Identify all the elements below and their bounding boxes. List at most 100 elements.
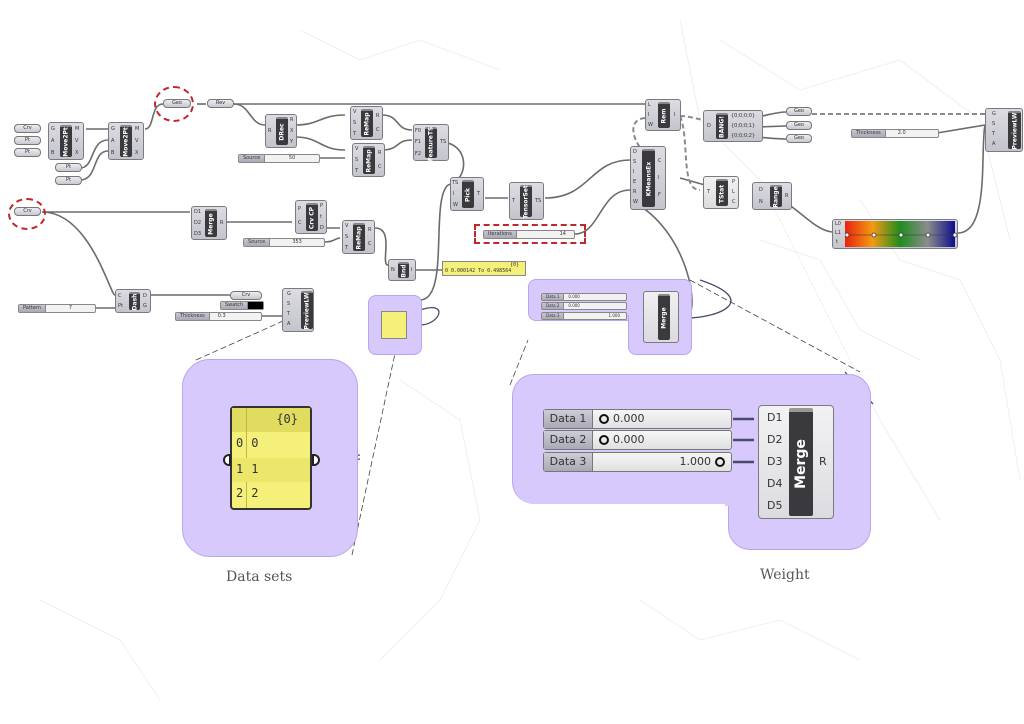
component-bnd[interactable]: Bnd N I <box>388 259 416 281</box>
port[interactable]: D1 <box>767 411 783 424</box>
port[interactable]: F <box>658 192 661 198</box>
component-merge-weight[interactable]: Merge D1 D2 D3 D4 D5 R <box>758 405 834 519</box>
port[interactable]: I <box>453 191 455 197</box>
component-move2pt-a[interactable]: Move2Pt G A B M V X <box>48 122 84 160</box>
port[interactable]: S <box>287 301 291 307</box>
component-remap-c[interactable]: ReMap V S T R C <box>342 220 375 254</box>
slider-data1[interactable]: Data 1 0.000 <box>543 409 732 429</box>
component-remap-b[interactable]: ReMap V S T R C <box>352 143 385 177</box>
port[interactable]: R <box>376 113 380 119</box>
component-tensorset[interactable]: TensorSet T TS <box>509 182 544 220</box>
port[interactable]: D2 <box>767 433 783 446</box>
param-crv-circled[interactable]: Crv <box>14 207 41 216</box>
slider-pattern[interactable]: Pattern 7 <box>18 304 96 313</box>
port[interactable]: A <box>51 138 55 144</box>
port[interactable]: L <box>648 102 651 108</box>
port[interactable]: T <box>355 168 359 174</box>
port[interactable]: X <box>75 150 79 156</box>
port[interactable]: G <box>143 303 147 309</box>
port[interactable]: G <box>111 126 115 132</box>
port[interactable]: A <box>111 138 115 144</box>
port[interactable]: R <box>785 193 789 199</box>
port[interactable]: R <box>819 455 827 468</box>
port[interactable]: F0 <box>415 128 422 134</box>
port[interactable]: F1 <box>415 139 422 145</box>
port[interactable]: {0;0;0;0} <box>731 113 756 119</box>
port[interactable]: D <box>143 293 147 299</box>
port[interactable]: F2 <box>415 151 422 157</box>
port[interactable]: R <box>220 220 224 226</box>
slider-data1-small[interactable]: Data 1 0.000 <box>541 293 627 301</box>
port[interactable]: N <box>391 267 395 273</box>
slider-thickness-b[interactable]: Thickness 2.0 <box>851 129 939 138</box>
port[interactable]: V <box>75 138 79 144</box>
slider-thickness-a[interactable]: Thickness 0.3 <box>175 312 262 321</box>
slider-data3-small[interactable]: Data 3 1.000 <box>541 312 627 320</box>
port[interactable]: W <box>453 202 458 208</box>
grip-handle[interactable] <box>952 232 957 238</box>
port[interactable]: TS <box>535 198 542 204</box>
port[interactable]: T <box>287 311 291 317</box>
port[interactable]: C <box>118 293 122 299</box>
slider-data3[interactable]: Data 3 1.000 <box>543 452 732 472</box>
port[interactable]: I <box>674 112 676 118</box>
port[interactable]: E <box>633 179 637 185</box>
port[interactable]: R <box>633 189 637 195</box>
param-rev[interactable]: Rev <box>207 99 234 108</box>
slider-source-50[interactable]: Source 50 <box>238 154 320 163</box>
port[interactable]: X <box>135 150 139 156</box>
param-crv-input[interactable]: Crv <box>14 124 41 133</box>
component-crv-cp[interactable]: Crv CP P C P t D <box>295 200 327 234</box>
panel-datasets-small[interactable] <box>381 311 407 339</box>
port[interactable]: R <box>268 128 272 134</box>
port[interactable]: G <box>992 111 996 117</box>
component-bang[interactable]: BANG! D {0;0;0;0} {0;0;0;1} {0;0;0;2} <box>703 110 763 142</box>
panel-bounds[interactable]: {0} 0 0.000142 To 0.498564 <box>442 261 526 276</box>
port[interactable]: V <box>355 146 359 152</box>
port[interactable]: D2 <box>194 220 202 226</box>
component-previewlw-b[interactable]: PreviewLW G S T A <box>985 108 1023 152</box>
param-geo-out-1[interactable]: Geo <box>786 107 812 116</box>
port[interactable]: D <box>759 187 763 193</box>
param-geo[interactable]: Geo <box>163 99 191 108</box>
port[interactable]: I <box>411 267 413 273</box>
component-merge-small[interactable]: Merge D1 D2 D3 R <box>191 206 227 240</box>
grip-handle[interactable] <box>925 232 931 238</box>
port[interactable]: t <box>320 214 322 220</box>
port[interactable]: V <box>135 138 139 144</box>
port[interactable]: D3 <box>194 231 202 237</box>
port[interactable]: D4 <box>767 477 783 490</box>
port[interactable]: D5 <box>767 499 783 512</box>
port[interactable]: G <box>51 126 55 132</box>
port[interactable]: Pt <box>118 303 123 309</box>
component-kmeansex[interactable]: KMeansEx D S I E R W C I F <box>630 146 666 210</box>
port[interactable]: W <box>633 199 638 205</box>
port[interactable]: R <box>378 150 382 156</box>
param-pt-a[interactable]: Pt <box>14 136 41 145</box>
port[interactable]: B <box>111 150 115 156</box>
port[interactable]: I <box>658 175 660 181</box>
port[interactable]: L <box>732 189 735 195</box>
port[interactable]: TS <box>452 180 459 186</box>
port[interactable]: T <box>707 189 711 195</box>
port[interactable]: S <box>345 234 349 240</box>
input-grip[interactable] <box>223 454 231 466</box>
port[interactable]: N <box>759 199 763 205</box>
slider-data2[interactable]: Data 2 0.000 <box>543 430 732 450</box>
port[interactable]: D <box>633 149 637 155</box>
component-drec[interactable]: DRec R R X Y <box>265 114 297 148</box>
grip-handle[interactable] <box>845 232 850 238</box>
port[interactable]: T <box>345 245 349 251</box>
port[interactable]: X <box>290 128 294 134</box>
port[interactable]: S <box>355 157 359 163</box>
port[interactable]: T <box>353 131 357 137</box>
slider-iterations[interactable]: Iterations 14 <box>483 230 575 239</box>
port[interactable]: S <box>633 159 637 165</box>
port[interactable]: C <box>658 158 662 164</box>
port[interactable]: D3 <box>767 455 783 468</box>
port[interactable]: V <box>353 109 357 115</box>
port[interactable]: C <box>368 241 372 247</box>
port[interactable]: M <box>135 126 140 132</box>
port[interactable]: C <box>298 220 302 226</box>
param-geo-out-3[interactable]: Geo <box>786 134 812 143</box>
